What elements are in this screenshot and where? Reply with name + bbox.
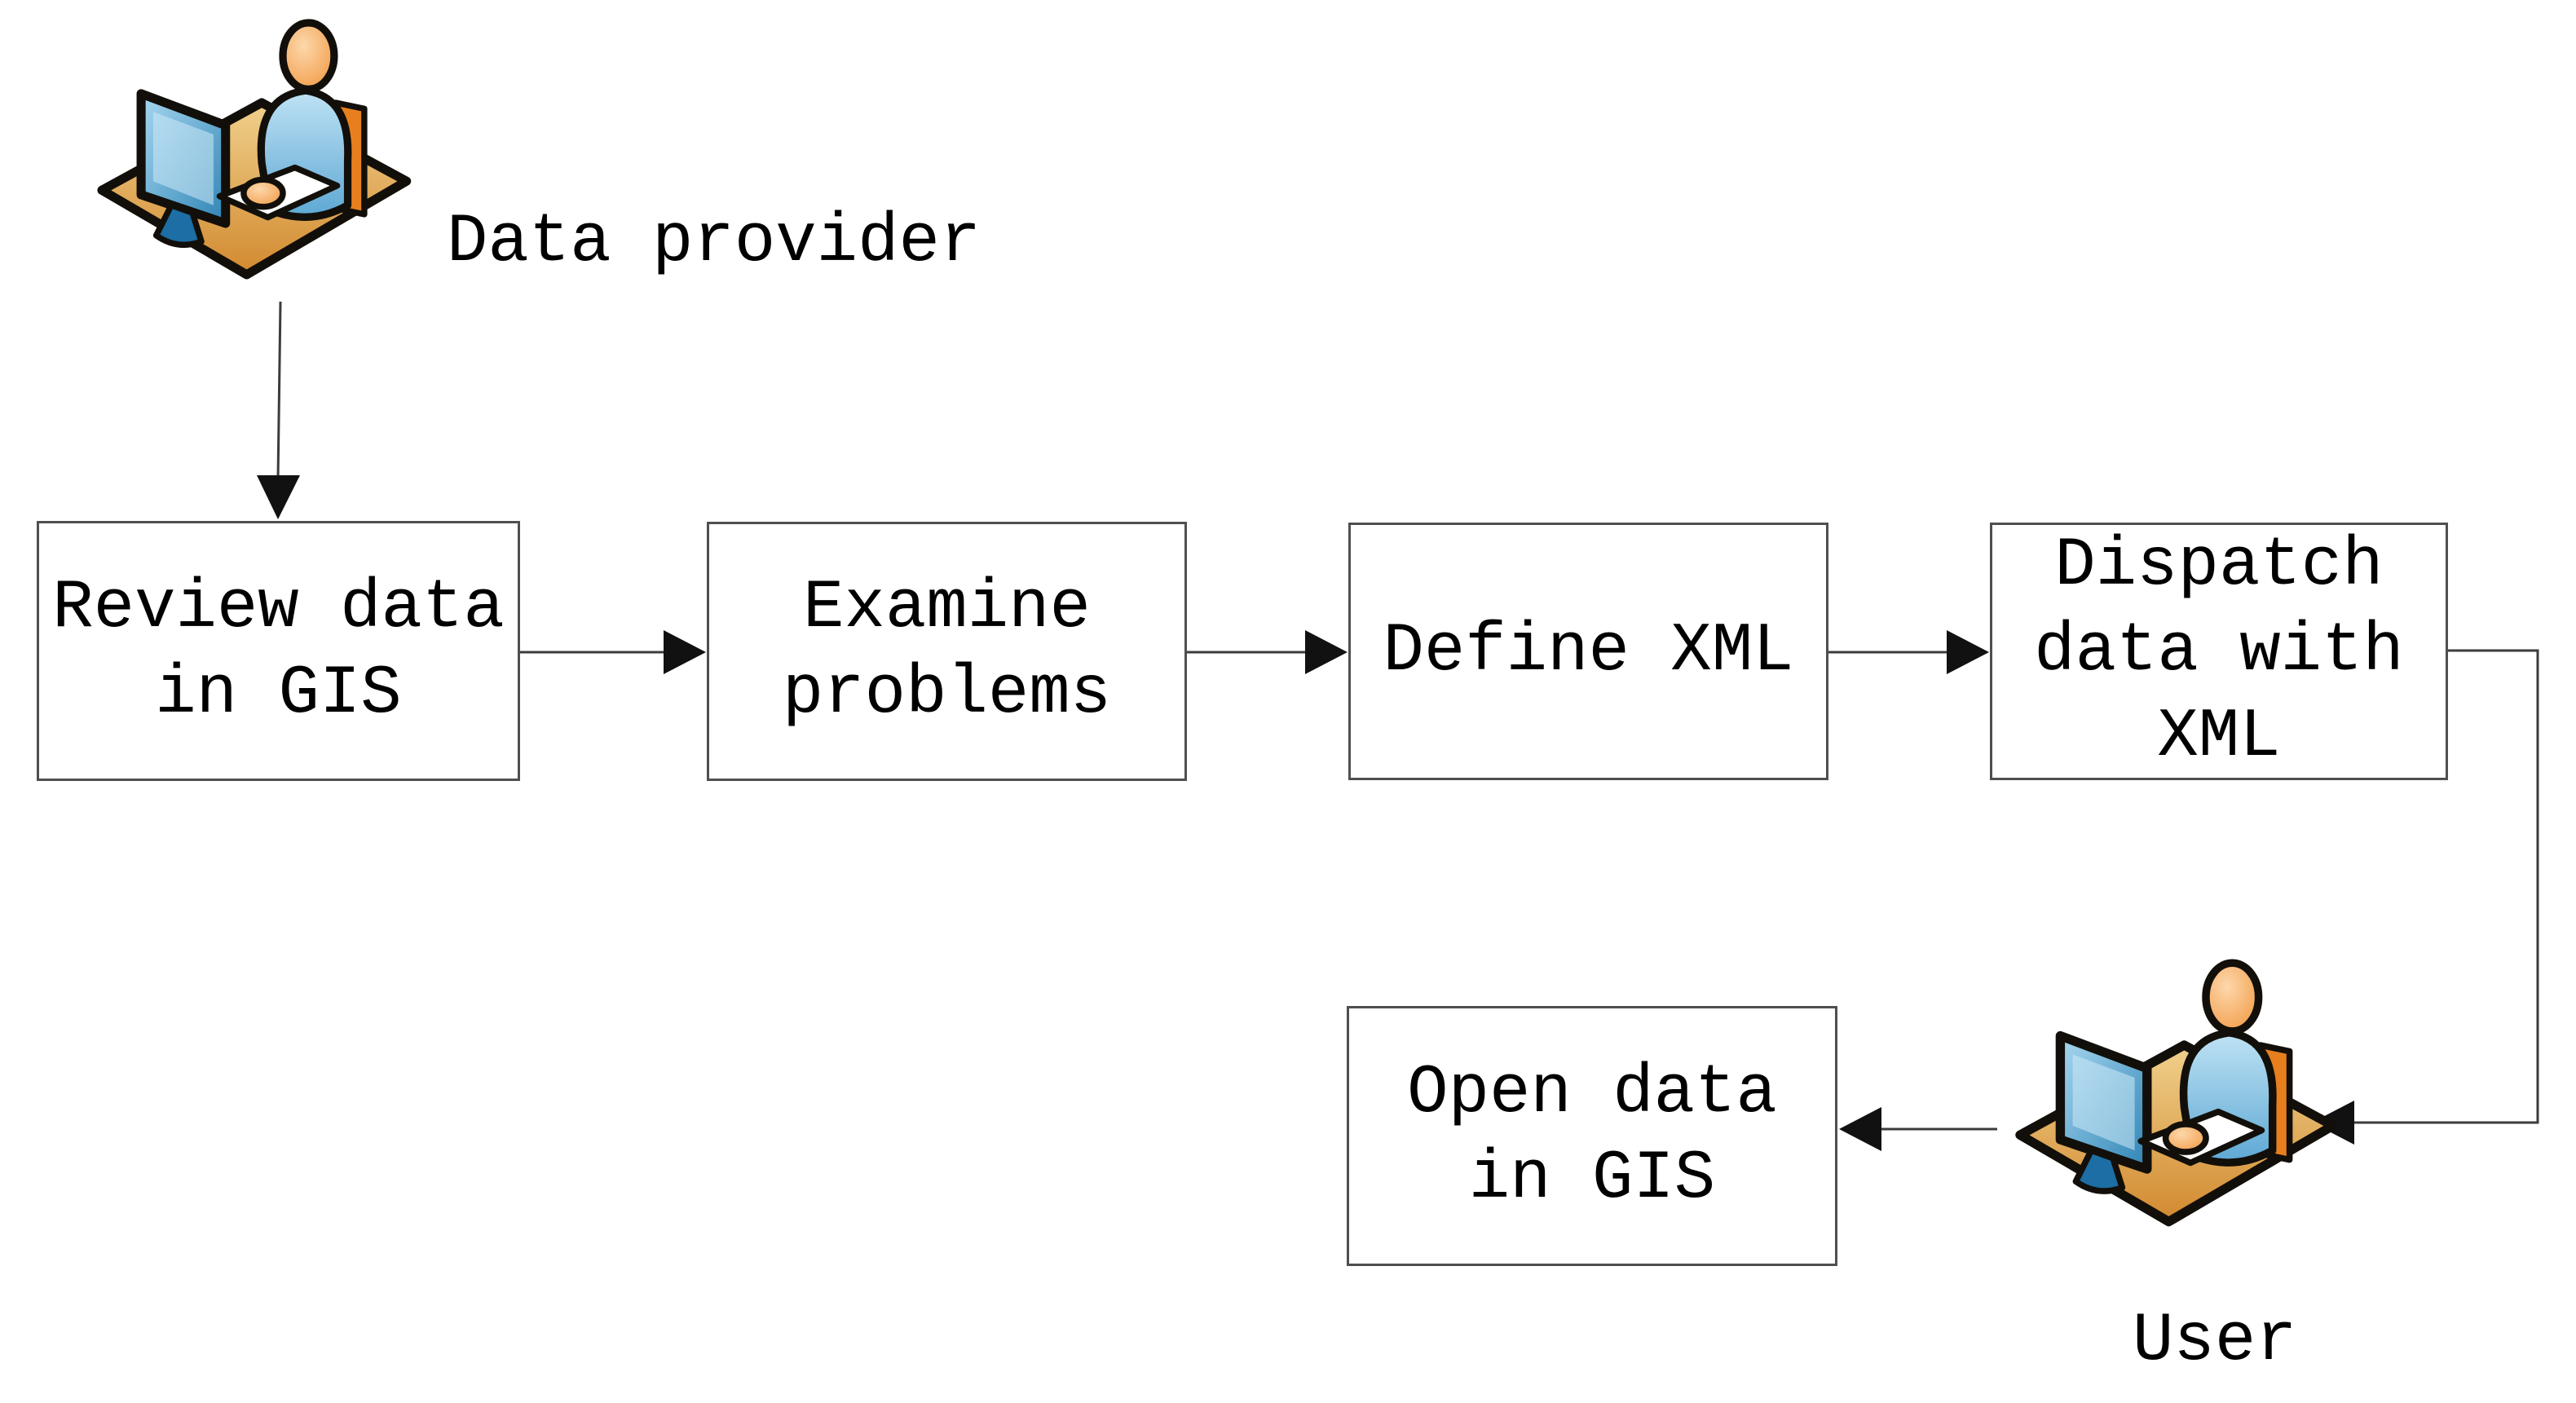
person-at-computer-icon <box>77 12 428 314</box>
person-at-computer-icon <box>1996 952 2354 1262</box>
step-dispatch-data-with-xml: Dispatch data with XML <box>1990 523 2448 780</box>
arrowhead-left-icon <box>1839 1107 1881 1151</box>
step-review-data-in-gis: Review data in GIS <box>37 521 520 781</box>
step-examine-problems: Examine problems <box>707 522 1187 781</box>
step-define-xml: Define XML <box>1348 523 1828 780</box>
arrowhead-right-icon <box>1305 630 1348 674</box>
step-open-data-in-gis: Open data in GIS <box>1347 1006 1837 1266</box>
connector-provider-to-review <box>276 301 282 480</box>
arrowhead-down-icon <box>257 475 300 519</box>
actor-label-data-provider: Data provider <box>447 204 981 281</box>
arrowhead-right-icon <box>664 630 706 674</box>
arrowhead-right-icon <box>1947 630 1989 674</box>
actor-label-user: User <box>2133 1303 2297 1380</box>
